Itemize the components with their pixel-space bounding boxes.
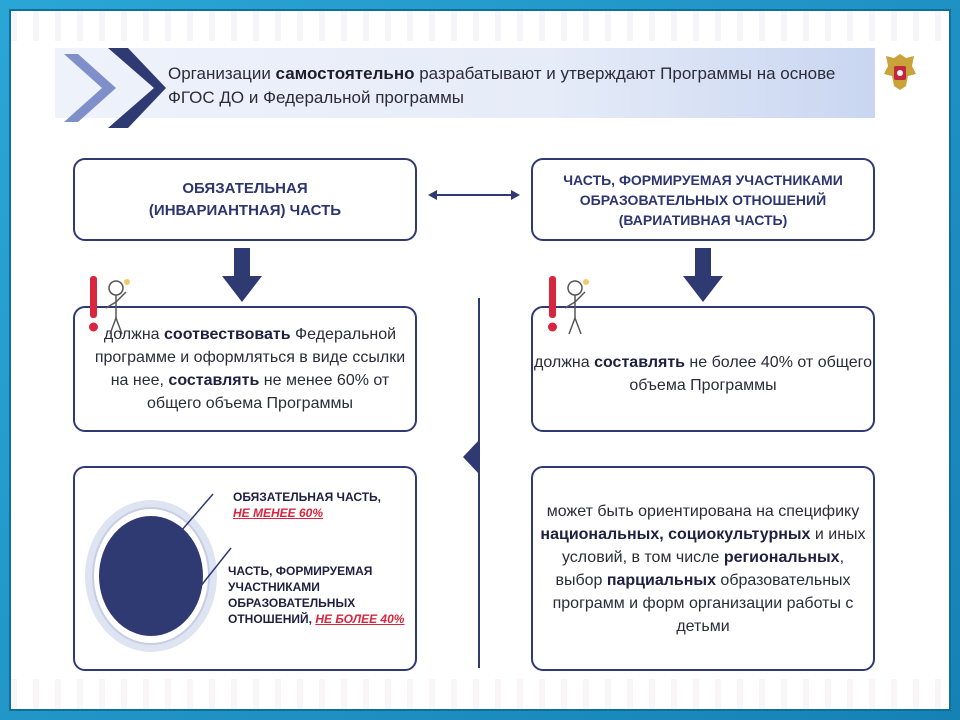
variable-rule-text: должна составлять не более 40% от общего… xyxy=(533,351,873,397)
variable-details-text: может быть ориентирована на специфику на… xyxy=(539,500,867,638)
chevron-right-icon xyxy=(58,44,168,132)
mandatory-share-label: ОБЯЗАТЕЛЬНАЯ ЧАСТЬ, НЕ МЕНЕЕ 60% xyxy=(233,489,413,521)
down-arrow-icon xyxy=(683,248,723,302)
header-title: Организации самостоятельно разрабатывают… xyxy=(168,62,868,110)
ornament-bottom xyxy=(11,679,949,709)
mandatory-title-line2: (ИНВАРИАНТНАЯ) ЧАСТЬ xyxy=(149,200,341,222)
details-bold: социокультурных xyxy=(668,526,810,543)
exclamation-figure-icon xyxy=(541,270,593,340)
emblem-icon xyxy=(880,50,920,94)
details-bold: парциальных xyxy=(607,572,716,589)
divider-triangle-icon xyxy=(463,440,479,474)
variable-title-line1: ЧАСТЬ, ФОРМИРУЕМАЯ УЧАСТНИКАМИ xyxy=(563,170,843,190)
double-arrow-icon xyxy=(428,188,520,202)
proportion-diagram xyxy=(83,476,233,666)
header-text-bold: самостоятельно xyxy=(276,64,415,83)
mandatory-share-value: НЕ МЕНЕЕ 60% xyxy=(233,505,413,521)
variable-share-value: НЕ БОЛЕЕ 40% xyxy=(315,612,404,626)
variable-details-box: может быть ориентирована на специфику на… xyxy=(531,466,875,671)
variable-title-line2: ОБРАЗОВАТЕЛЬНЫХ ОТНОШЕНИЙ xyxy=(563,190,843,210)
details-bold: региональных xyxy=(724,549,840,566)
ornament-top xyxy=(11,11,949,41)
header-text-part1: Организации xyxy=(168,64,276,83)
mandatory-share-title: ОБЯЗАТЕЛЬНАЯ ЧАСТЬ, xyxy=(233,489,413,505)
down-arrow-icon xyxy=(222,248,262,302)
mandatory-title-line1: ОБЯЗАТЕЛЬНАЯ xyxy=(149,178,341,200)
rule-bold: составлять xyxy=(168,372,259,389)
mandatory-part-title: ОБЯЗАТЕЛЬНАЯ (ИНВАРИАНТНАЯ) ЧАСТЬ xyxy=(73,158,417,241)
variable-part-title: ЧАСТЬ, ФОРМИРУЕМАЯ УЧАСТНИКАМИ ОБРАЗОВАТ… xyxy=(531,158,875,241)
details-bold: национальных, xyxy=(540,526,663,543)
mandatory-rule-text: должна соотвествовать Федеральной програ… xyxy=(85,323,415,415)
variable-share-label: ЧАСТЬ, ФОРМИРУЕМАЯ УЧАСТНИКАМИ ОБРАЗОВАТ… xyxy=(228,563,408,627)
rule-bold: соотвествовать xyxy=(164,326,291,343)
variable-title-line3: (ВАРИАТИВНАЯ ЧАСТЬ) xyxy=(563,210,843,230)
details-text: может быть ориентирована на специфику xyxy=(547,503,859,520)
rule-text: должна xyxy=(534,354,594,371)
rule-bold: составлять xyxy=(594,354,685,371)
center-divider xyxy=(478,298,480,668)
exclamation-figure-icon xyxy=(82,270,134,340)
